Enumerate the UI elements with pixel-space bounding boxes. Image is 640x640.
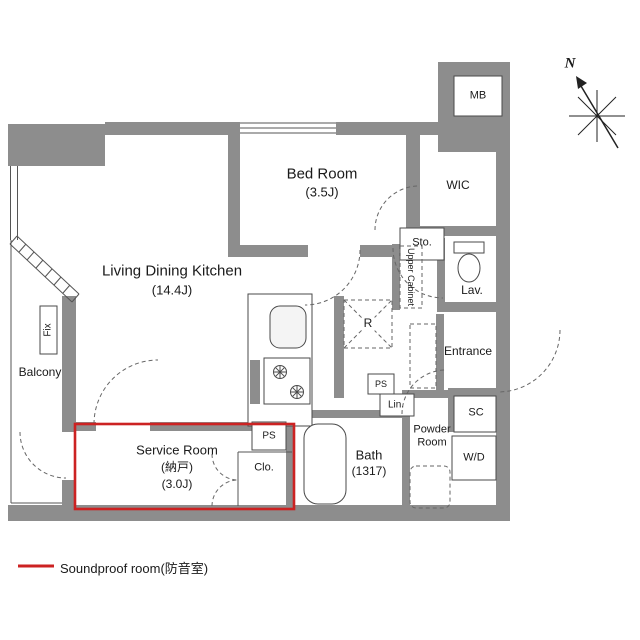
compass-north-label: N — [564, 55, 576, 72]
room-size-bedroom: (3.5J) — [305, 184, 339, 200]
room-label-lin: Lin. — [387, 399, 405, 411]
bedroom-door-arc — [304, 249, 361, 306]
room-label-ldk: Living Dining Kitchen — [101, 262, 243, 280]
entrance-door-arc — [497, 329, 561, 393]
counter-end-wall — [250, 360, 260, 404]
shoe-closet-box — [453, 395, 497, 433]
pipe-space-service-box — [251, 421, 287, 451]
room-label-powder-1: Powder — [413, 423, 451, 436]
refrigerator-outline — [343, 299, 393, 349]
room-label-ps-hall: PS — [374, 378, 388, 389]
room-label-service: Service Room — [136, 442, 218, 458]
kitchen-sink-icon — [269, 305, 307, 349]
compass-icon — [569, 76, 625, 149]
room-label-upper-cabinet: Upper Cabinet — [406, 247, 417, 307]
fix-window-box — [39, 305, 58, 355]
room-label-powder-2: Room — [417, 436, 447, 449]
dashed-layer — [343, 245, 451, 509]
doors-layer — [19, 185, 561, 507]
washing-machine-icon — [409, 465, 451, 509]
room-label-fix: Fix — [42, 323, 54, 337]
washer-dryer-box — [451, 435, 497, 481]
balcony-lines — [10, 240, 62, 504]
room-label-sc: SC — [468, 406, 484, 419]
service-room-door-arc — [93, 359, 159, 425]
toilet-icon — [453, 241, 485, 283]
room-label-mb: MB — [469, 89, 487, 102]
room-label-balcony: Balcony — [18, 365, 62, 380]
shoe-cabinet-outline — [409, 323, 437, 389]
room-label-bedroom: Bed Room — [286, 165, 358, 183]
soundproof-room-outline — [73, 422, 296, 511]
room-label-entrance: Entrance — [443, 344, 493, 359]
closet-partition — [237, 451, 292, 506]
lavatory-door-arc — [392, 247, 444, 299]
stove-icon — [263, 357, 311, 405]
room-size-service: (3.0J) — [161, 477, 193, 492]
closet-door-arc-top — [211, 453, 239, 481]
room-label-sto: Sto. — [412, 236, 432, 249]
room-size-bath: (1317) — [351, 464, 387, 479]
room-label-ps-service: PS — [262, 430, 276, 442]
room-label-wic: WIC — [446, 178, 470, 193]
diagonal-hatched-wall — [9, 235, 80, 303]
walls-layer — [8, 62, 510, 521]
room-label-service-kanji: (納戸) — [161, 460, 193, 475]
room-label-clo: Clo. — [254, 461, 274, 474]
closet-door-arc-bottom — [211, 479, 239, 507]
room-size-ldk: (14.4J) — [151, 282, 193, 298]
legend-soundproof-label: Soundproof room(防音室) — [60, 561, 209, 576]
pipe-space-hall-box — [367, 373, 395, 395]
room-label-lav: Lav. — [461, 283, 483, 298]
bathtub-icon — [303, 423, 347, 505]
room-label-refrigerator: R — [361, 316, 375, 331]
linen-box — [379, 393, 415, 417]
windows-layer — [10, 122, 336, 240]
room-label-wd: W/D — [463, 451, 485, 464]
meter-box — [453, 75, 503, 117]
upper-cabinet-outline — [399, 245, 423, 309]
wic-door-arc — [374, 185, 420, 231]
balcony-door-arc — [19, 431, 67, 479]
powder-room-door-arc — [401, 369, 447, 415]
room-label-bath: Bath — [355, 447, 383, 463]
